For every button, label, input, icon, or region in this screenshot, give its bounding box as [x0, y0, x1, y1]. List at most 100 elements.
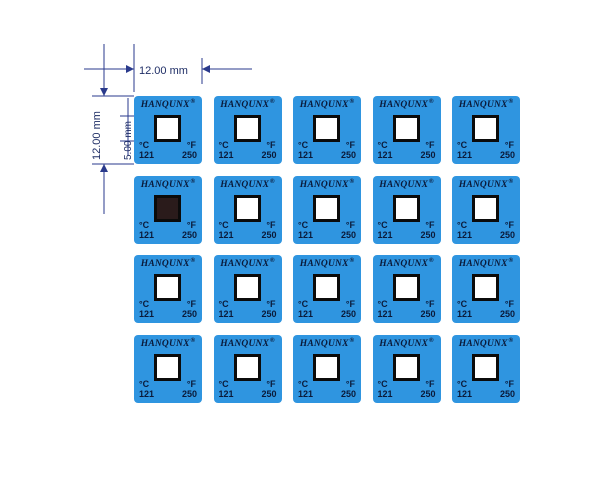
fahrenheit-value: 250 [261, 229, 277, 240]
brand-logo-text: HANQUNX® [373, 99, 441, 110]
fahrenheit-value: 250 [181, 388, 197, 399]
registered-mark: ® [270, 99, 275, 105]
celsius-value: 121 [457, 309, 473, 319]
celsius-unit: °C [298, 140, 309, 150]
fahrenheit-unit: °F [345, 299, 355, 309]
celsius-unit: °C [377, 219, 388, 230]
brand-name: HANQUNX [458, 259, 508, 270]
fahrenheit-unit: °F [425, 299, 435, 309]
brand-name: HANQUNX [379, 179, 429, 190]
brand-name: HANQUNX [379, 259, 429, 270]
celsius-value: 121 [298, 309, 314, 319]
brand-name: HANQUNX [299, 179, 349, 190]
brand-name: HANQUNX [220, 259, 270, 270]
registered-mark: ® [349, 178, 355, 185]
registered-mark: ® [508, 337, 514, 344]
brand-logo-text: HANQUNX® [134, 338, 202, 349]
brand-logo-text: HANQUNX® [214, 179, 282, 190]
brand-logo-text: HANQUNX® [293, 179, 361, 190]
brand-logo-text: HANQUNX® [214, 258, 282, 269]
registered-mark: ® [429, 99, 434, 105]
celsius-unit: °C [218, 299, 229, 309]
registered-mark: ® [429, 337, 434, 344]
indicator-window [233, 115, 261, 142]
window-dimension-label: 5.00 mm [123, 121, 134, 160]
fahrenheit-value: 250 [261, 309, 277, 319]
brand-name: HANQUNX [220, 100, 270, 111]
indicator-window [233, 274, 261, 301]
indicator-window [313, 274, 340, 301]
celsius-value: 121 [298, 150, 314, 160]
registered-mark: ® [190, 178, 196, 185]
fahrenheit-unit: °F [504, 219, 514, 230]
fahrenheit-unit: °F [425, 219, 435, 230]
fahrenheit-unit: °F [425, 378, 435, 389]
celsius-unit: °C [298, 219, 309, 230]
registered-mark: ® [349, 99, 355, 105]
fahrenheit-value: 250 [340, 388, 356, 399]
celsius-value: 121 [377, 150, 393, 160]
brand-logo-text: HANQUNX® [134, 179, 202, 190]
brand-logo-text: HANQUNX® [214, 338, 282, 349]
celsius-value: 121 [218, 150, 234, 160]
indicator-window [233, 194, 261, 222]
celsius-unit: °C [139, 299, 150, 309]
celsius-unit: °C [377, 299, 388, 309]
brand-logo-text: HANQUNX® [452, 179, 520, 190]
fahrenheit-unit: °F [345, 140, 355, 150]
indicator-window [472, 274, 499, 301]
indicator-window-activated [154, 194, 181, 222]
celsius-unit: °C [139, 219, 150, 230]
celsius-unit: °C [298, 299, 309, 309]
indicator-window [154, 274, 181, 301]
celsius-unit: °C [377, 140, 388, 150]
fahrenheit-value: 250 [340, 229, 356, 240]
registered-mark: ® [429, 258, 434, 264]
brand-logo-text: HANQUNX® [293, 258, 361, 269]
indicator-window [392, 115, 420, 142]
indicator-window [392, 194, 420, 222]
fahrenheit-value: 250 [499, 150, 515, 160]
celsius-unit: °C [457, 219, 468, 230]
fahrenheit-unit: °F [266, 219, 276, 230]
fahrenheit-unit: °F [266, 140, 276, 150]
celsius-unit: °C [218, 219, 229, 230]
fahrenheit-unit: °F [186, 219, 196, 230]
registered-mark: ® [270, 178, 275, 185]
fahrenheit-value: 250 [181, 229, 197, 240]
celsius-unit: °C [457, 140, 468, 150]
celsius-value: 121 [218, 229, 234, 240]
registered-mark: ® [190, 99, 196, 105]
indicator-window [472, 194, 499, 222]
fahrenheit-value: 250 [420, 388, 436, 399]
fahrenheit-value: 250 [181, 150, 197, 160]
brand-logo-text: HANQUNX® [373, 258, 441, 269]
brand-name: HANQUNX [140, 338, 190, 349]
registered-mark: ® [190, 258, 196, 264]
celsius-unit: °C [457, 378, 468, 389]
celsius-value: 121 [218, 309, 234, 319]
indicator-window [154, 115, 181, 142]
fahrenheit-value: 250 [340, 150, 356, 160]
indicator-window [233, 353, 261, 381]
indicator-window [313, 353, 340, 381]
fahrenheit-value: 250 [181, 309, 197, 319]
celsius-value: 121 [457, 150, 473, 160]
brand-logo-text: HANQUNX® [452, 99, 520, 110]
brand-name: HANQUNX [299, 338, 349, 349]
celsius-unit: °C [218, 140, 229, 150]
